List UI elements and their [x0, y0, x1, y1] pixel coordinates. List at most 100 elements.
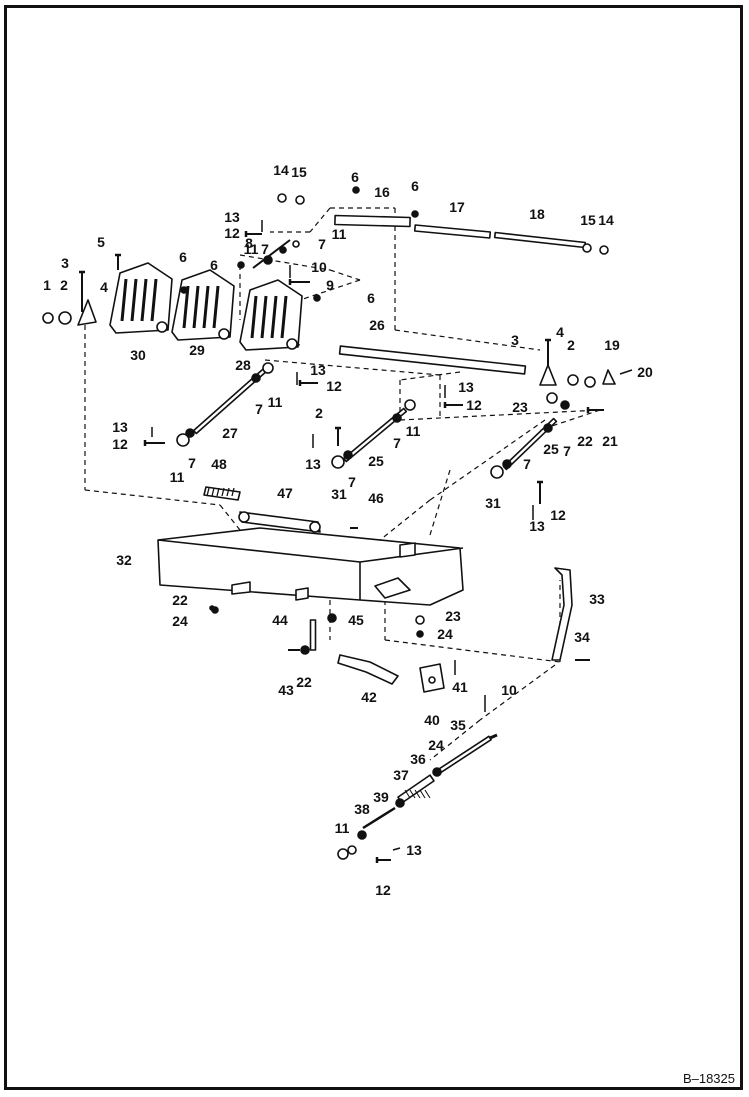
part-label-4: 4: [556, 324, 564, 340]
part-label-39: 39: [373, 789, 389, 805]
part-label-13: 13: [224, 209, 240, 225]
part-label-27: 27: [222, 425, 238, 441]
part-label-6: 6: [411, 178, 419, 194]
part-label-30: 30: [130, 347, 146, 363]
washer-14: [599, 245, 609, 255]
pedal-rib: [120, 278, 128, 322]
part-label-2: 2: [60, 277, 68, 293]
part-label-14: 14: [598, 212, 614, 228]
part-label-19: 19: [604, 337, 620, 353]
assembly-dashed-line: [239, 254, 331, 271]
clevis-11: [347, 845, 357, 855]
clevis-31: [331, 455, 345, 469]
washer-15: [582, 243, 592, 253]
nut-6: [237, 261, 245, 269]
part-label-22: 22: [577, 433, 593, 449]
part-label-7: 7: [563, 443, 571, 459]
part-label-35: 35: [450, 717, 466, 733]
pedal-rib: [202, 285, 210, 329]
part-label-13: 13: [406, 842, 422, 858]
part-label-24: 24: [428, 737, 444, 753]
part-label-10: 10: [311, 259, 327, 275]
part-label-3: 3: [61, 255, 69, 271]
nut-7: [279, 246, 287, 254]
pedal-rib: [260, 295, 268, 339]
figure-id: B–18325: [682, 1071, 735, 1086]
bracket-44: [309, 619, 317, 651]
part-label-6: 6: [179, 249, 187, 265]
part-label-21: 21: [602, 433, 618, 449]
bushing-2: [58, 311, 72, 325]
floor-pan-32: [157, 527, 464, 606]
part-label-15: 15: [580, 212, 596, 228]
part-label-7: 7: [261, 241, 269, 257]
part-label-7: 7: [318, 236, 326, 252]
washer-15: [295, 195, 305, 205]
nut-7: [185, 428, 195, 438]
part-label-25: 25: [543, 441, 559, 457]
assembly-dashed-line: [329, 269, 361, 281]
pan-bracket: [399, 542, 416, 558]
part-label-46: 46: [368, 490, 384, 506]
lever-42: [337, 654, 399, 685]
assembly-dashed-line: [219, 504, 241, 531]
part-label-7: 7: [188, 455, 196, 471]
part-label-3: 3: [511, 332, 519, 348]
part-label-13: 13: [310, 362, 326, 378]
pin-13: [392, 847, 401, 851]
part-label-20: 20: [637, 364, 653, 380]
page-frame: [4, 5, 743, 1090]
part-label-24: 24: [172, 613, 188, 629]
pedal-pivot: [286, 338, 298, 350]
spring-coil: [206, 487, 210, 497]
part-label-12: 12: [550, 507, 566, 523]
washer-23: [546, 392, 558, 404]
part-label-24: 24: [437, 626, 453, 642]
spring-coil: [211, 487, 215, 497]
part-label-10: 10: [501, 682, 517, 698]
nut-7: [343, 450, 353, 460]
part-label-25: 25: [368, 453, 384, 469]
thread: [414, 789, 421, 799]
part-label-23: 23: [445, 608, 461, 624]
part-label-12: 12: [224, 225, 240, 241]
part-label-2: 2: [315, 405, 323, 421]
nut-22: [300, 645, 310, 655]
part-label-6: 6: [351, 169, 359, 185]
spring-coil: [231, 487, 235, 497]
rod-35-end: [489, 733, 498, 740]
part-label-32: 32: [116, 552, 132, 568]
part-label-7: 7: [348, 474, 356, 490]
part-label-42: 42: [361, 689, 377, 705]
pedal-rib: [250, 295, 258, 339]
part-label-29: 29: [189, 342, 205, 358]
assembly-dashed-line: [384, 639, 561, 663]
rod-25: [342, 407, 408, 463]
part-label-17: 17: [449, 199, 465, 215]
nut-6: [352, 186, 360, 194]
washer-1: [42, 312, 54, 324]
nut-6: [180, 286, 188, 294]
part-label-7: 7: [255, 401, 263, 417]
part-label-37: 37: [393, 767, 409, 783]
pedal-rib: [182, 285, 190, 329]
part-label-5: 5: [97, 234, 105, 250]
part-label-31: 31: [331, 486, 347, 502]
rod-35: [436, 735, 492, 775]
washer: [584, 376, 596, 388]
part-label-2: 2: [567, 337, 575, 353]
nut-7: [502, 459, 512, 469]
part-label-16: 16: [374, 184, 390, 200]
assembly-dashed-line: [479, 664, 556, 721]
assembly-dashed-line: [429, 719, 481, 761]
part-label-44: 44: [272, 612, 288, 628]
part-label-28: 28: [235, 357, 251, 373]
pedal-pivot: [156, 321, 168, 333]
clevis-11: [404, 399, 416, 411]
shaft-26: [338, 345, 527, 375]
part-label-12: 12: [466, 397, 482, 413]
link-eye: [309, 521, 321, 533]
assembly-dashed-line: [539, 409, 601, 431]
